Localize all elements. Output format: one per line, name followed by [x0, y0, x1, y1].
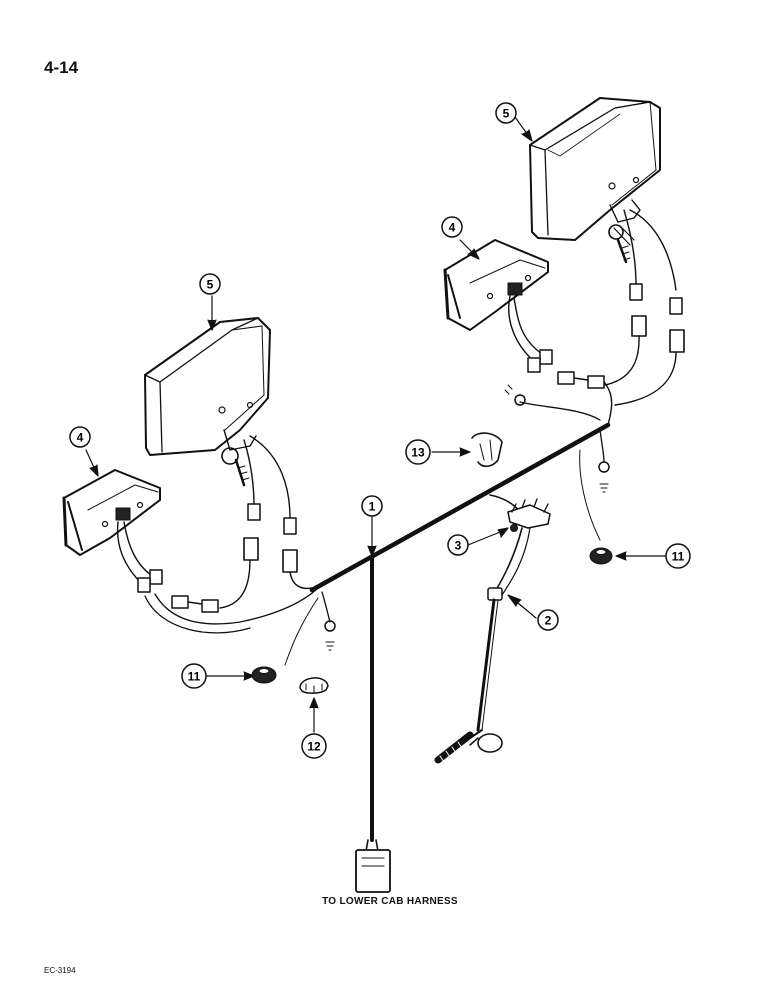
callout-13-label: 13: [411, 446, 425, 460]
callout-5-right-label: 5: [503, 107, 510, 121]
callout-13: 13: [405, 439, 431, 465]
grommet-right: [589, 547, 613, 565]
grommet-left: [251, 666, 277, 684]
callout-5-left: 5: [199, 273, 221, 295]
harness-clip: [471, 432, 503, 468]
callout-2-label: 2: [545, 614, 552, 628]
callout-2: 2: [537, 609, 559, 631]
callout-4-right-label: 4: [449, 221, 456, 235]
harness-caption: TO LOWER CAB HARNESS: [322, 896, 458, 907]
callout-5-right: 5: [495, 102, 517, 124]
document-code: EC-3194: [44, 966, 76, 975]
callout-4-left-label: 4: [77, 431, 84, 445]
main-wiring-harness: [284, 422, 611, 893]
marker-lamp-left-small: [62, 469, 319, 634]
callout-11-right-label: 11: [672, 550, 685, 564]
callout-12: 12: [301, 733, 327, 759]
switch-assembly: [434, 498, 551, 764]
callout-5-left-label: 5: [207, 278, 214, 292]
callout-4-left: 4: [69, 426, 91, 448]
callout-1: 1: [361, 495, 383, 517]
callout-11-left: 11: [181, 663, 207, 689]
callout-1-label: 1: [369, 500, 376, 514]
callout-12-label: 12: [307, 740, 321, 754]
callout-11-left-label: 11: [188, 670, 201, 684]
callout-3: 3: [447, 534, 469, 556]
marker-lamp-right-small: [443, 239, 613, 426]
work-lamp-right-large: [529, 97, 685, 406]
callout-11-right: 11: [665, 543, 691, 569]
callout-4-right: 4: [441, 216, 463, 238]
work-lamp-left-large: [144, 317, 313, 609]
hole-plug: [299, 677, 329, 694]
callout-3-label: 3: [455, 539, 462, 553]
leader-lines: [85, 109, 666, 733]
page-number: 4-14: [44, 58, 79, 77]
